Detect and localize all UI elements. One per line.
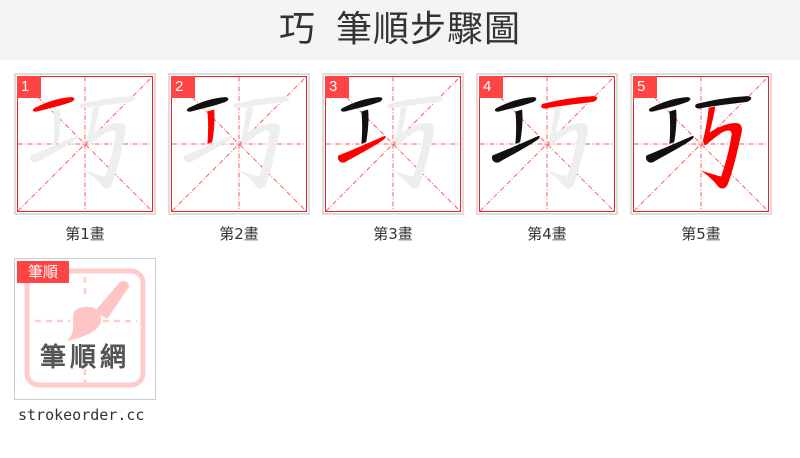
step-number-badge: 1	[17, 76, 41, 98]
grid-frame	[17, 76, 153, 212]
grid-frame	[325, 76, 461, 212]
stroke-box: 1	[14, 73, 156, 215]
title-text: 筆順步驟圖	[336, 9, 522, 50]
site-logo[interactable]: 筆順 筆順網	[14, 258, 156, 400]
step-label: 第3畫	[373, 225, 413, 243]
grid-frame	[479, 76, 615, 212]
step-label: 第2畫	[219, 225, 259, 243]
step-number-badge: 3	[325, 76, 349, 98]
step-label: 第5畫	[681, 225, 721, 243]
stroke-box: 5	[630, 73, 772, 215]
grid-frame	[171, 76, 307, 212]
stroke-box: 3	[322, 73, 464, 215]
step-number-badge: 2	[171, 76, 195, 98]
step-number-badge: 5	[633, 76, 657, 98]
stroke-step-1: 1 第1畫	[14, 73, 156, 244]
step-number-badge: 4	[479, 76, 503, 98]
stroke-box: 2	[168, 73, 310, 215]
site-url[interactable]: strokeorder.cc	[18, 406, 145, 424]
stroke-step-4: 4 第4畫	[476, 73, 618, 244]
stroke-step-2: 2 第2畫	[168, 73, 310, 244]
grid-frame	[633, 76, 769, 212]
step-label: 第1畫	[65, 225, 105, 243]
brush-icon	[24, 268, 146, 388]
step-label: 第4畫	[527, 225, 567, 243]
logo-tag: 筆順	[17, 261, 69, 283]
stroke-step-3: 3 第3畫	[322, 73, 464, 244]
stroke-step-5: 5 第5畫	[630, 73, 772, 244]
page-title: 巧筆順步驟圖	[0, 8, 800, 52]
title-character: 巧	[278, 9, 316, 50]
header-bar: 巧筆順步驟圖	[0, 0, 800, 60]
stroke-box: 4	[476, 73, 618, 215]
logo-text: 筆順網	[39, 343, 130, 373]
